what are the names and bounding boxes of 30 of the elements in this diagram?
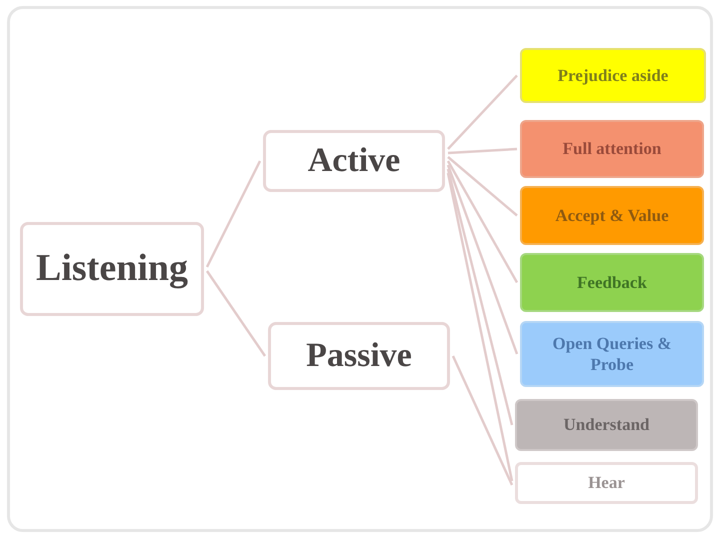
leaf-box [520,321,704,387]
node-label: Full attention [562,138,662,160]
connector-line [446,160,518,284]
connector-line [206,270,266,357]
connector-line [448,148,518,154]
leaf-box [520,48,706,103]
connector-line [452,355,514,486]
node-label: Hear [588,472,625,494]
node-label: Understand [564,414,650,436]
connector-line [447,74,518,150]
node-label: Active [308,140,400,181]
branch-box [268,322,450,390]
connector-line [446,172,514,482]
leaf-box [520,186,704,245]
connector-line [447,156,518,216]
node-label: Prejudice aside [558,64,668,86]
connector-line [446,164,518,354]
node-label: Accept & Value [555,204,669,226]
leaf-box [515,399,698,451]
leaf-box [520,253,704,312]
connector-line [206,160,262,268]
root-box [20,222,204,316]
leaf-box [515,462,698,504]
connector-line [446,168,514,426]
node-label: Passive [306,336,412,376]
node-label: Feedback [577,272,647,294]
leaf-box [520,120,704,178]
node-label: Listening [36,246,188,292]
branch-box [263,130,445,192]
node-label: Open Queries & Probe [552,332,672,376]
